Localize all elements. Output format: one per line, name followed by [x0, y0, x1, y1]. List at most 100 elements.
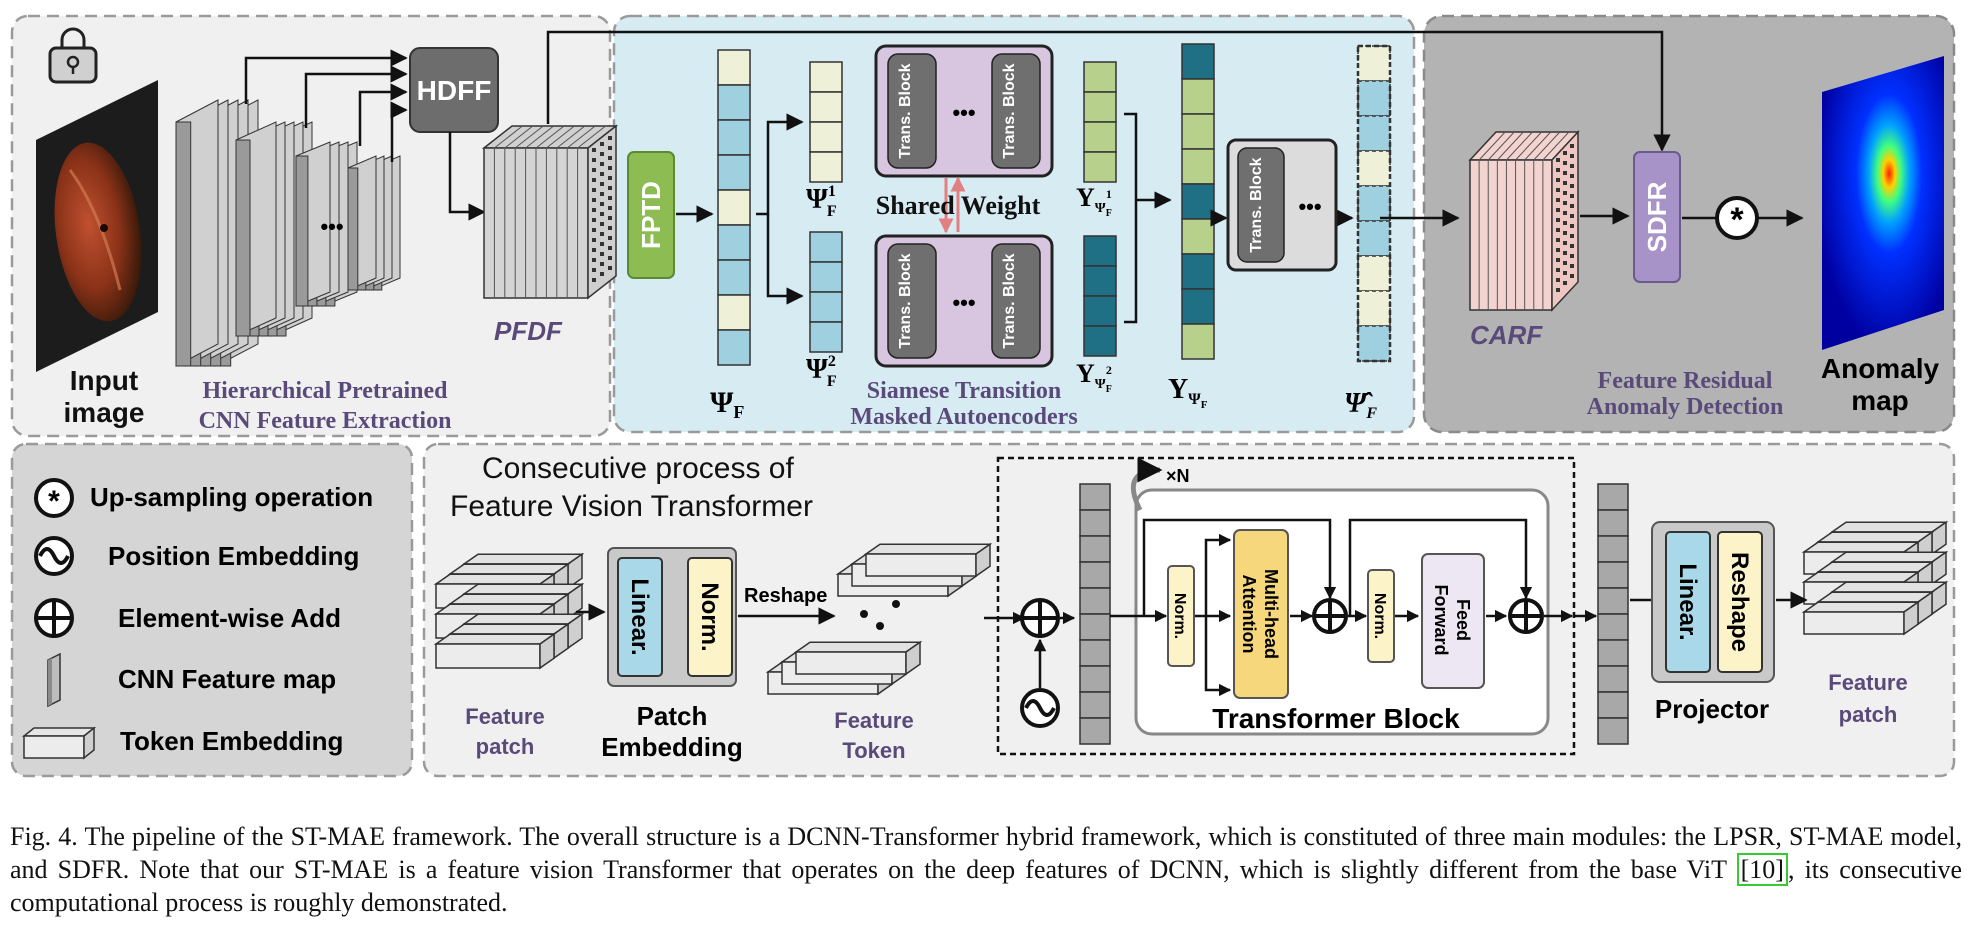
carf-dot [1556, 258, 1560, 262]
slab-front [795, 651, 907, 675]
token-cell [1181, 323, 1215, 360]
pfdf-dot [592, 238, 596, 242]
svg-text:•••: ••• [952, 290, 975, 315]
token-columns [717, 43, 1392, 366]
seq-cell [1079, 665, 1111, 693]
slab-top [863, 543, 993, 555]
norm-label: Norm. [696, 582, 723, 651]
feature-token-label-2: Token [842, 738, 905, 763]
citation-link[interactable]: [10] [1736, 853, 1788, 886]
ellipsis-dot [892, 600, 900, 608]
token-cell [717, 259, 751, 296]
slab-top [433, 603, 557, 615]
carf-dot [1556, 178, 1560, 182]
sdfr-label: SDFR [1642, 181, 1672, 252]
pfdf-dot [600, 262, 604, 266]
carf-dot [1563, 161, 1567, 165]
vit-title-2: Feature Vision Transformer [450, 490, 813, 523]
upsampling-icon: * [1715, 196, 1759, 240]
carf-dot [1556, 198, 1560, 202]
pfdf-dot [592, 268, 596, 272]
figure-caption: Fig. 4. The pipeline of the ST-MAE frame… [10, 820, 1962, 919]
pfdf-dot [592, 188, 596, 192]
carf-dot [1556, 218, 1560, 222]
norm2-label: Norm. [1371, 593, 1388, 639]
token-cell [809, 91, 843, 123]
norm1-block [1167, 565, 1195, 667]
token-cell [809, 151, 843, 183]
sheet-edge [235, 139, 251, 337]
slab-top [433, 633, 557, 645]
svg-text:•••: ••• [952, 100, 975, 125]
feed-forward-label: FeedForward [1431, 584, 1473, 655]
feature-patch-label-1: Feature [465, 704, 544, 729]
pfdf-dot [592, 218, 596, 222]
transformer-region [996, 456, 1576, 756]
legend-element-wise-add-icon [34, 598, 74, 638]
token-cell [717, 119, 751, 156]
input-patch-slab [433, 632, 557, 670]
fptd-block [627, 151, 675, 279]
psi1-column [809, 61, 843, 183]
pfdf-dot [592, 198, 596, 202]
cnn-dots: ••• [320, 214, 343, 239]
pfdf-dot [608, 136, 612, 140]
slab-top [447, 623, 571, 635]
slab-side [1903, 600, 1919, 636]
residual-add-2-icon [1508, 598, 1544, 634]
pfdf-dot [600, 172, 604, 176]
carf-dot [1570, 274, 1574, 278]
slab-top [447, 593, 571, 605]
pfdf-dot [608, 156, 612, 160]
frad-label-2: Anomaly Detection [1587, 394, 1784, 420]
pfdf-line [556, 125, 586, 149]
seq-cell [1597, 665, 1629, 693]
hdff-block [409, 47, 499, 133]
pfdf-dot [608, 256, 612, 260]
token-slab [793, 640, 923, 676]
carf-dot [1563, 191, 1567, 195]
seq-cell [1597, 613, 1629, 641]
input-image [36, 80, 158, 372]
svg-text:•••: ••• [1298, 194, 1321, 219]
carf-line [1478, 131, 1506, 161]
cnn-feature-stacks: ••• [175, 99, 401, 367]
slab-top [1801, 601, 1921, 613]
feature-patch-label-2: patch [476, 734, 535, 759]
carf-dot [1556, 248, 1560, 252]
seq-cell [1079, 717, 1111, 745]
pfdf-dot [592, 278, 596, 282]
token-cell [1181, 253, 1215, 290]
pfdf-line [535, 125, 565, 149]
pfdf-line [504, 125, 534, 149]
token-cell [717, 154, 751, 191]
projector-block [1651, 521, 1775, 683]
legend-token-embedding-icon [21, 726, 97, 760]
carf-dot [1570, 214, 1574, 218]
pfdf-stack [481, 124, 619, 300]
svg-text:Trans. Block: Trans. Block [897, 253, 914, 348]
yf-column [1181, 43, 1215, 360]
hdff-input-arrows [244, 49, 486, 221]
carf-dot [1556, 188, 1560, 192]
seq-cell [1079, 483, 1111, 511]
pfdf-dot [600, 152, 604, 156]
mha-label: Multi-headAttention [1239, 569, 1281, 659]
legend-item-token-embedding: Token Embedding [120, 726, 343, 756]
pfdf-line [525, 125, 554, 149]
projector-linear-label: Linear. [1674, 563, 1701, 640]
legend-item-position-embedding: Position Embedding [108, 541, 359, 571]
carf-dot [1563, 151, 1567, 155]
stmae-label-1: Siamese Transition [867, 378, 1061, 404]
token-cell [717, 49, 751, 86]
seq-cell [1597, 717, 1629, 745]
token-cell [717, 294, 751, 331]
carf-dot [1570, 204, 1574, 208]
token-cell [1181, 148, 1215, 185]
feed-forward-block [1421, 553, 1485, 689]
carf-dot [1570, 264, 1574, 268]
slab-front [1803, 611, 1905, 635]
carf-stack [1468, 130, 1580, 312]
carf-dot [1570, 194, 1574, 198]
